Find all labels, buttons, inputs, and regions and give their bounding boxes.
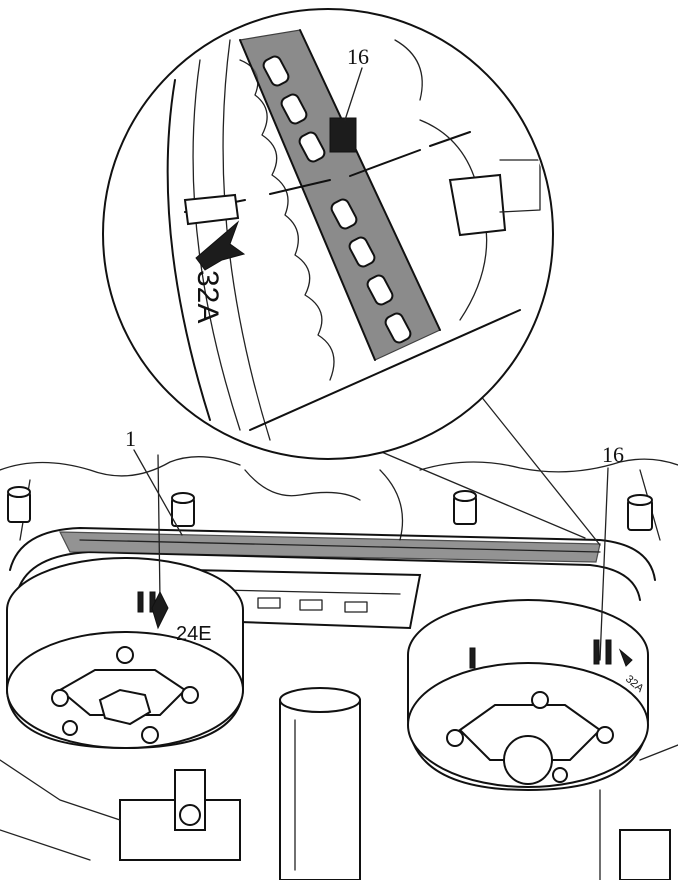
left-callout: 1 24E xyxy=(125,426,212,645)
bolt xyxy=(171,492,195,527)
right-arrow-icon xyxy=(618,648,633,667)
marked-chain-link xyxy=(329,117,357,153)
engine-background xyxy=(0,456,678,541)
leader-line xyxy=(479,394,601,546)
timing-chain xyxy=(9,527,656,601)
right-camshaft-adjuster xyxy=(407,599,649,792)
left-arrow-icon xyxy=(151,590,169,630)
detail-part-leader xyxy=(344,67,363,121)
right-part-leader xyxy=(599,467,609,661)
left-camshaft-adjuster xyxy=(6,557,244,750)
bolt xyxy=(453,490,477,525)
right-part-label: 16 xyxy=(602,442,624,467)
detail-magnifier: 16 32A xyxy=(102,8,601,546)
bolt xyxy=(627,494,653,531)
left-mark-label: 24E xyxy=(176,623,212,645)
chain-guide xyxy=(187,568,422,630)
left-part-label: 1 xyxy=(125,426,136,451)
cover-bolts xyxy=(7,486,653,531)
leader-line xyxy=(364,444,586,539)
bolt xyxy=(7,486,31,523)
detail-mark-label: 32A xyxy=(191,270,224,323)
timing-slot xyxy=(183,193,240,226)
detail-part-label: 16 xyxy=(347,44,369,69)
detail-arrow-icon xyxy=(195,220,246,271)
lower-housing xyxy=(0,687,678,880)
chain-links xyxy=(262,55,412,344)
left-vertical-leader xyxy=(157,454,161,601)
